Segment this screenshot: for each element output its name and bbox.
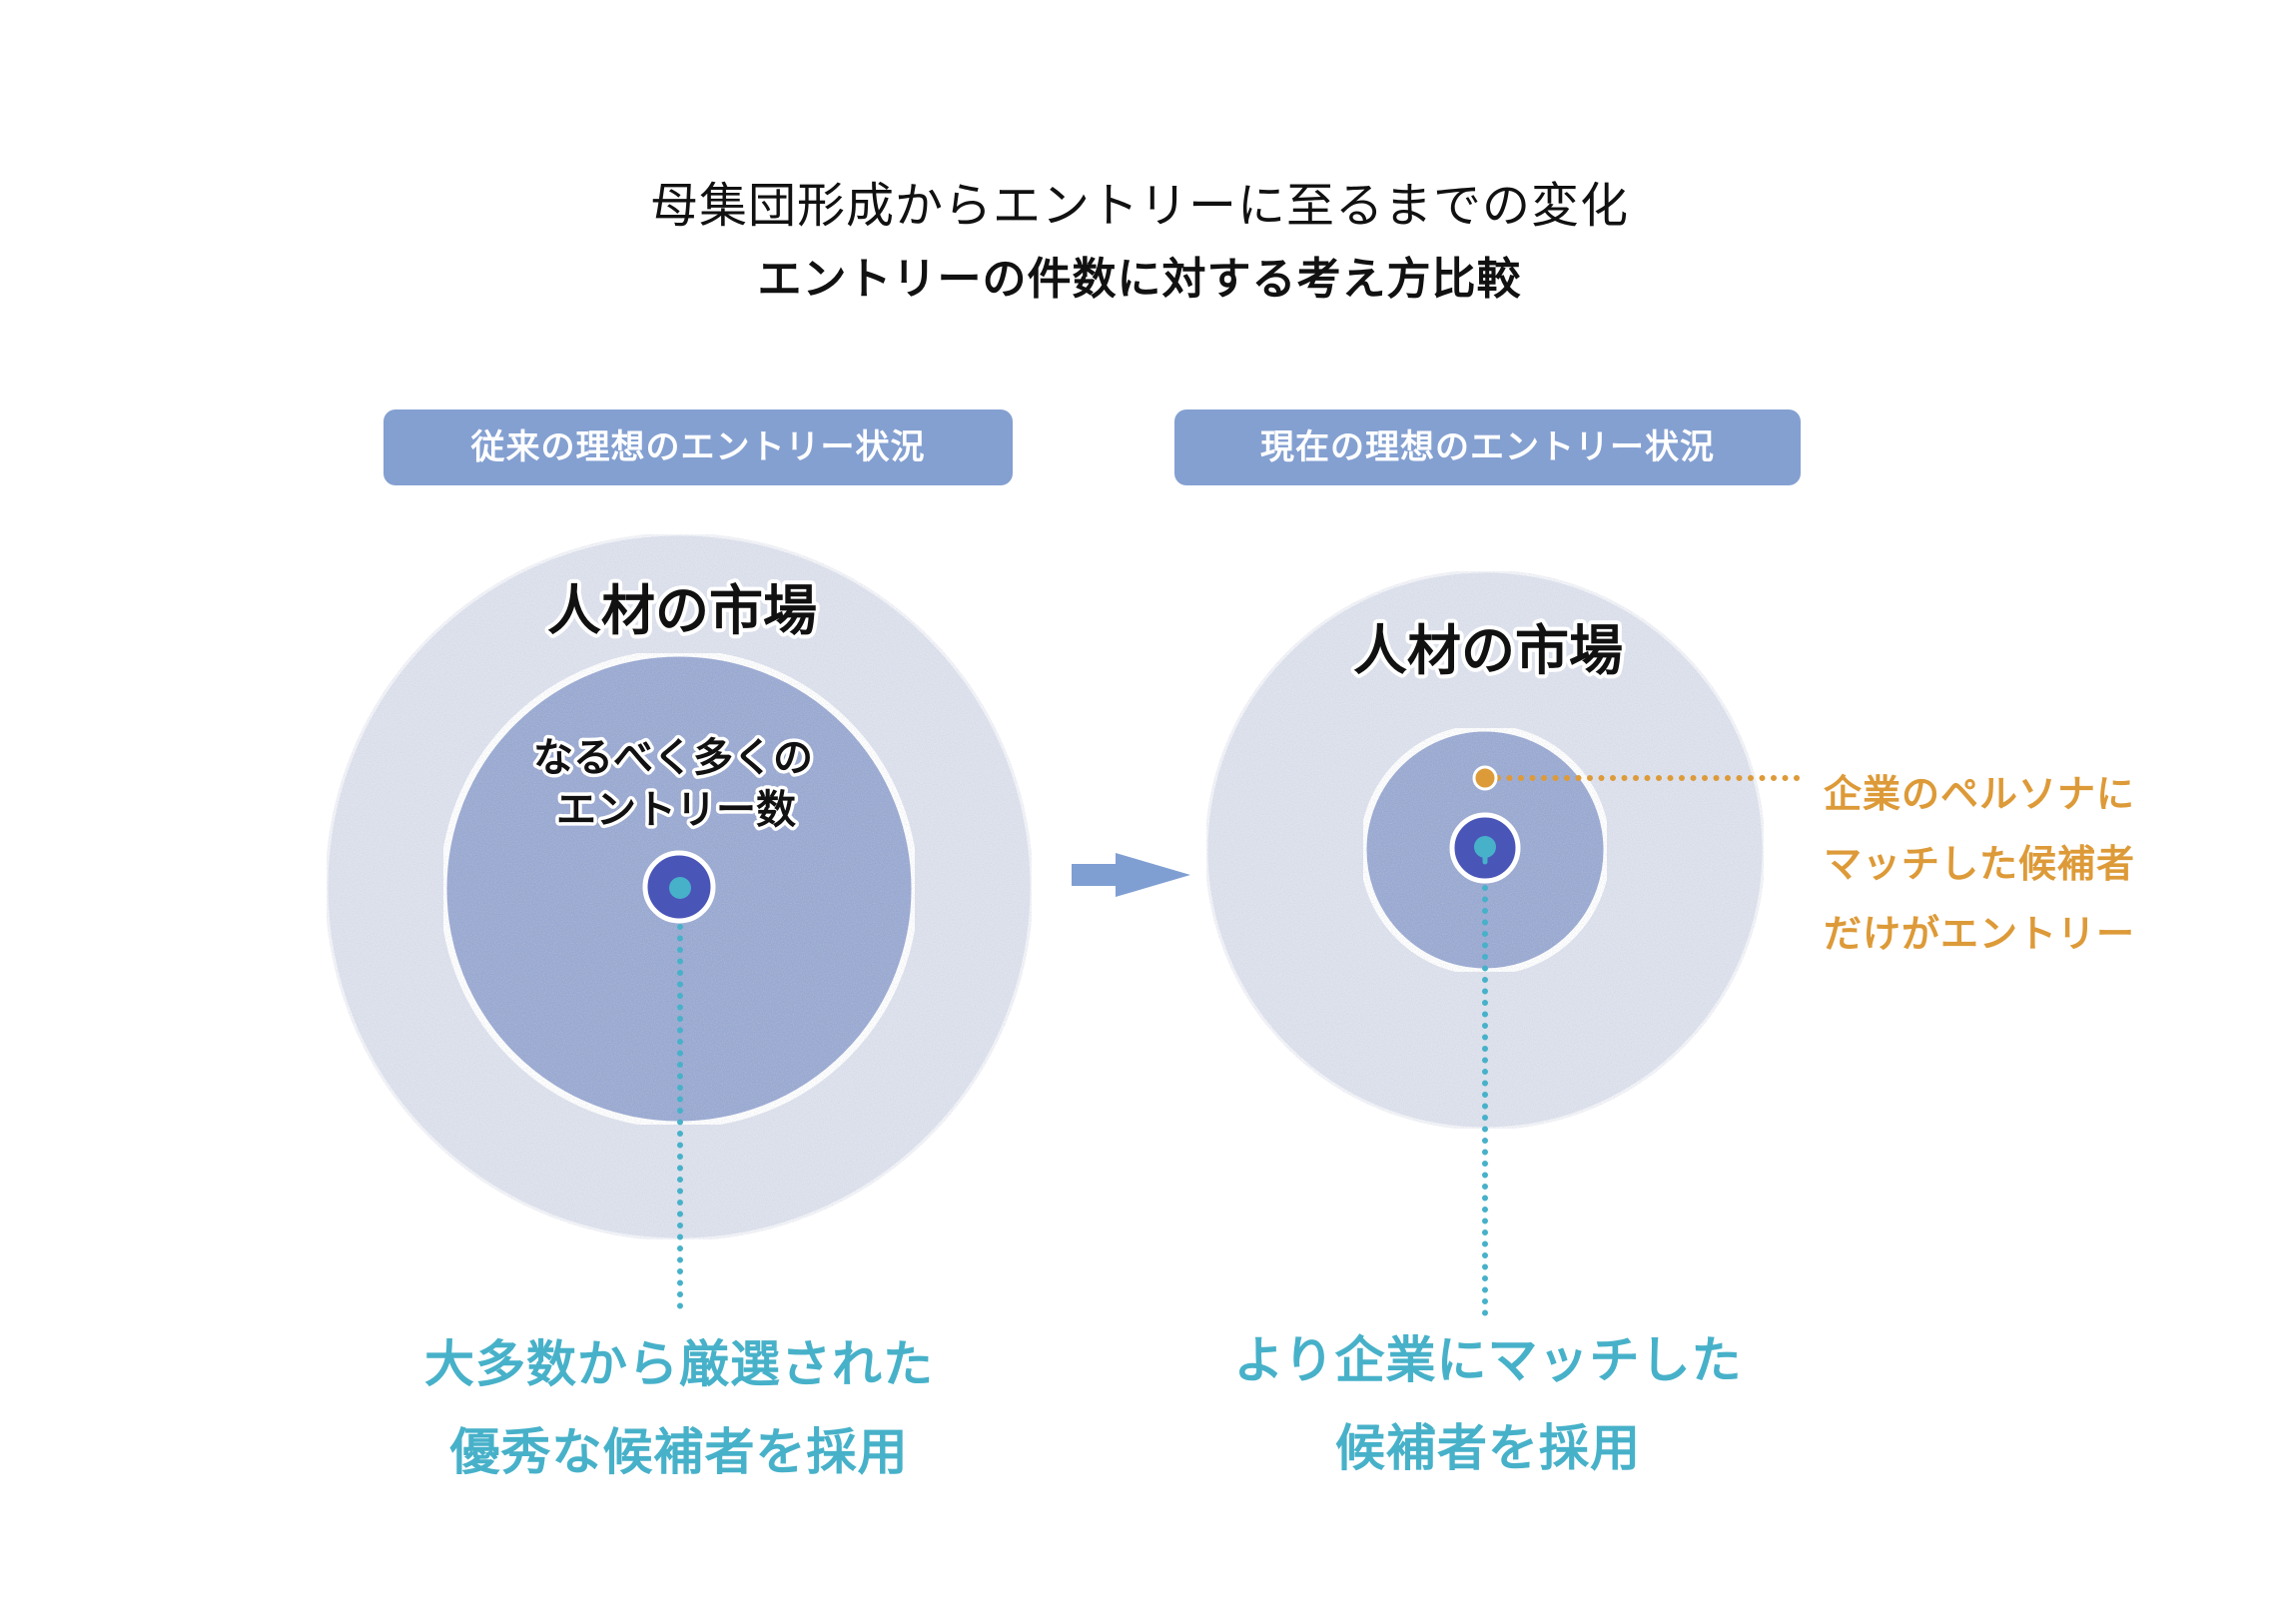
persona-note: 企業のペルソナに マッチした候補者 だけがエントリー xyxy=(1824,759,2243,969)
caption-line: より企業にマッチした xyxy=(1233,1331,1743,1389)
persona-dot-icon xyxy=(1472,765,1498,791)
caption-current: より企業にマッチした 候補者を採用 xyxy=(1188,1316,1788,1492)
diagram-title: 母集団形成からエントリーに至るまでの変化 xyxy=(649,178,1629,234)
badge-traditional: 従来の理想のエントリー状況 xyxy=(383,409,1013,485)
caption-line: 優秀な候補者を採用 xyxy=(449,1423,909,1481)
caption-traditional: 大多数から厳選された 優秀な候補者を採用 xyxy=(380,1320,979,1496)
caption-line: 大多数から厳選された xyxy=(424,1335,934,1393)
right-arrow-icon xyxy=(1072,853,1190,897)
hire-dot-icon xyxy=(669,877,691,899)
inner-label-line-2: エントリー数 xyxy=(556,787,796,833)
persona-note-line: 企業のペルソナに xyxy=(1824,772,2136,816)
current-market-diagram: 人材の市場 xyxy=(1204,569,1801,1316)
traditional-market-diagram: 人材の市場 なるべく多くの エントリー数 xyxy=(325,532,1034,1317)
market-label: 人材の市場 xyxy=(1353,619,1623,682)
diagram-subtitle: エントリーの件数に対する考え方比較 xyxy=(757,254,1522,305)
inner-label-line-1: なるべく多くの xyxy=(533,735,813,781)
market-label: 人材の市場 xyxy=(547,579,817,642)
persona-note-line: マッチした候補者 xyxy=(1824,842,2136,886)
persona-note-line: だけがエントリー xyxy=(1824,912,2136,956)
badge-current: 現在の理想のエントリー状況 xyxy=(1174,409,1801,485)
caption-line: 候補者を採用 xyxy=(1335,1419,1641,1477)
